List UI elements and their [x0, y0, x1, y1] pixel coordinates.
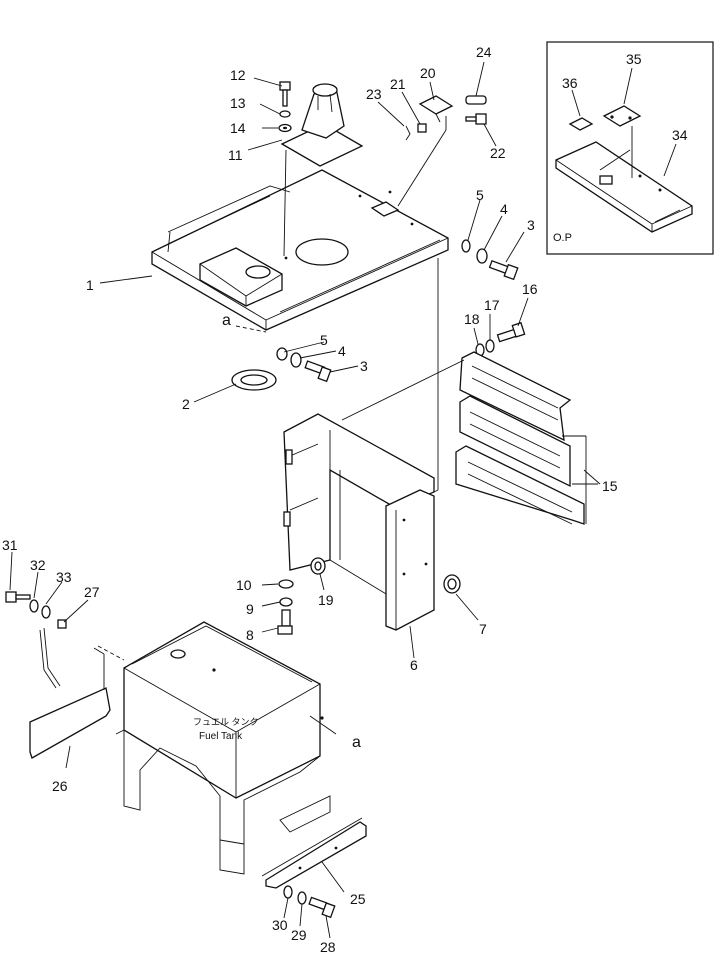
callout-14: 14 — [230, 120, 246, 136]
clip-part-23 — [405, 125, 411, 141]
callout-5-upper: 5 — [476, 187, 484, 203]
pipe-part-27 — [39, 619, 67, 689]
washer-part-9 — [279, 597, 293, 607]
hood-cover-part-1 — [151, 169, 449, 490]
callout-33: 33 — [56, 569, 72, 585]
ring-part-2 — [231, 369, 277, 391]
reference-lines — [97, 325, 465, 735]
washer-part-4-right — [476, 248, 488, 264]
pin-part-22 — [465, 113, 487, 125]
optional-parts-inset — [546, 41, 714, 255]
callout-16: 16 — [522, 281, 538, 297]
callout-4-upper: 4 — [500, 201, 508, 217]
callout-10: 10 — [236, 577, 252, 593]
callout-8: 8 — [246, 627, 254, 643]
callout-32: 32 — [30, 557, 46, 573]
callout-22: 22 — [490, 145, 506, 161]
rod-part-24 — [465, 95, 487, 105]
washer-part-10 — [278, 579, 294, 589]
callout-15: 15 — [602, 478, 618, 494]
callout-31: 31 — [2, 537, 18, 553]
callout-5-lower: 5 — [320, 332, 328, 348]
callout-34: 34 — [672, 127, 688, 143]
washer-part-29 — [297, 891, 307, 905]
callout-labels: 1 2 3 3 4 4 5 5 6 7 8 9 10 11 12 13 14 1… — [2, 44, 688, 953]
callout-23: 23 — [366, 86, 382, 102]
callout-1: 1 — [86, 277, 94, 293]
washer-part-13 — [279, 110, 291, 118]
bolt-part-12 — [279, 81, 291, 107]
washer-part-5-left — [276, 347, 288, 361]
callout-18: 18 — [464, 311, 480, 327]
washer-part-30 — [283, 885, 293, 899]
tank-label-en: Fuel Tank — [199, 731, 243, 742]
bolt-part-31 — [5, 591, 31, 603]
washer-part-33 — [41, 605, 51, 619]
callout-6: 6 — [410, 657, 418, 673]
washer-part-17 — [485, 339, 495, 353]
washer-part-5-right — [461, 239, 471, 253]
callout-12: 12 — [230, 67, 246, 83]
panel-part-6 — [385, 489, 435, 631]
bolt-part-3-left — [304, 360, 332, 383]
bracket-part-25 — [265, 821, 367, 889]
bolt-part-8 — [277, 609, 293, 635]
ref-a-tank: a — [352, 734, 361, 751]
callout-29: 29 — [291, 927, 307, 943]
callout-35: 35 — [626, 51, 642, 67]
side-frame-assembly — [283, 413, 435, 601]
callout-3-upper: 3 — [527, 217, 535, 233]
callout-36: 36 — [562, 75, 578, 91]
callout-24: 24 — [476, 44, 492, 60]
plate-part-20 — [397, 95, 454, 207]
inset-label-op: O.P — [553, 232, 572, 244]
callout-4-lower: 4 — [338, 343, 346, 359]
callout-2: 2 — [182, 396, 190, 412]
callout-7: 7 — [479, 621, 487, 637]
grommet-part-7 — [443, 574, 461, 594]
callout-3-lower: 3 — [360, 358, 368, 374]
callout-20: 20 — [420, 65, 436, 81]
grille-part-15 — [455, 351, 598, 525]
bolt-part-21 — [417, 123, 427, 133]
ref-a-top: a — [222, 312, 231, 329]
tank-label: フュエル タンク Fuel Tank — [193, 717, 259, 742]
callout-26: 26 — [52, 778, 68, 794]
callout-11: 11 — [228, 147, 243, 163]
intake-funnel-part-11 — [280, 83, 364, 257]
callout-30: 30 — [272, 917, 288, 933]
leader-lines — [9, 61, 601, 939]
guard-part-26 — [29, 647, 111, 759]
fuel-tank — [115, 621, 363, 877]
callout-21: 21 — [390, 76, 406, 92]
callout-25: 25 — [350, 891, 366, 907]
callout-27: 27 — [84, 584, 100, 600]
bolt-part-16 — [496, 321, 526, 343]
washer-part-32 — [29, 599, 39, 613]
callout-28: 28 — [320, 939, 336, 953]
callout-9: 9 — [246, 601, 254, 617]
bolt-part-3-right — [488, 259, 519, 281]
grommet-part-19 — [310, 557, 326, 575]
callout-17: 17 — [484, 297, 500, 313]
bolt-part-28 — [308, 896, 336, 919]
tank-label-jp: フュエル タンク — [193, 717, 259, 727]
washer-part-4-left — [290, 352, 302, 368]
callout-19: 19 — [318, 592, 334, 608]
callout-13: 13 — [230, 95, 246, 111]
washer-part-14 — [278, 123, 292, 133]
